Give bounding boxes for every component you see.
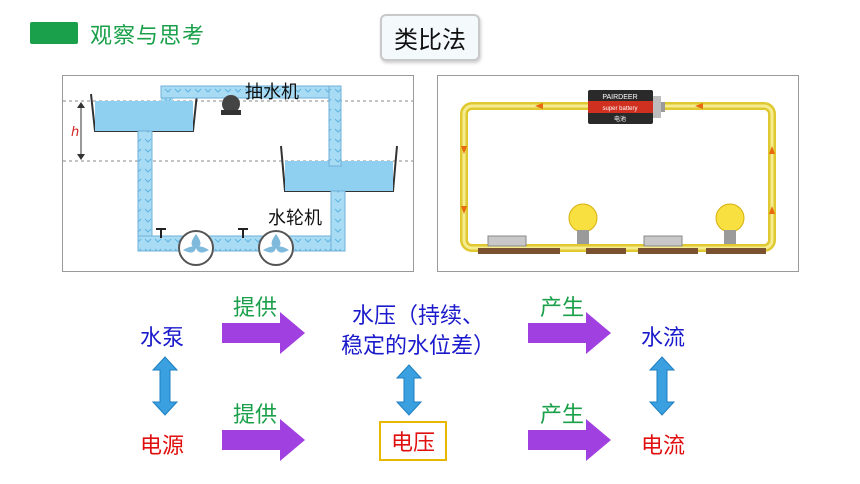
provide-arrow-1 xyxy=(222,312,305,354)
water-system-panel: h 抽水机 水轮机 xyxy=(62,75,414,272)
produce-label-1: 产生 xyxy=(540,296,585,321)
circuit-panel: PAIRDEER super battery 电池 xyxy=(437,75,799,272)
provide-label-2: 提供 xyxy=(233,403,278,428)
water-system-diagram: h xyxy=(63,85,413,266)
double-arrow-right xyxy=(648,356,676,416)
height-label: h xyxy=(71,125,79,140)
pump-label: 抽水机 xyxy=(245,82,299,103)
section-marker xyxy=(30,22,78,44)
circuit-diagram: PAIRDEER super battery 电池 xyxy=(460,90,776,254)
provide-label-1: 提供 xyxy=(233,296,278,321)
battery-cn: 电池 xyxy=(614,115,626,123)
bulb-icon xyxy=(568,203,745,244)
double-arrow-left xyxy=(151,356,179,416)
produce-arrow-1 xyxy=(528,312,611,354)
battery-sub: super battery xyxy=(602,106,637,112)
battery-icon xyxy=(588,90,665,124)
pump-icon xyxy=(221,95,241,115)
water-pressure-line2: 稳定的水位差） xyxy=(340,334,495,359)
current-arrows xyxy=(461,103,775,214)
water-pressure-text: 水压（持续、 稳定的水位差） xyxy=(328,302,508,362)
voltage-text: 电压 xyxy=(379,421,448,461)
power-source-text: 电源 xyxy=(140,434,185,459)
produce-label-2: 产生 xyxy=(540,403,585,428)
water-pressure-line1: 水压（持续、 xyxy=(351,304,484,329)
turbine-icon xyxy=(178,230,294,266)
water-flow-text: 水流 xyxy=(641,326,686,351)
water-pump-text: 水泵 xyxy=(140,326,185,351)
provide-arrow-2 xyxy=(222,419,305,461)
current-text: 电流 xyxy=(641,434,686,459)
battery-brand: PAIRDEER xyxy=(602,94,637,101)
section-title: 观察与思考 xyxy=(90,24,206,49)
method-badge: 类比法 xyxy=(380,14,480,61)
double-arrow-middle xyxy=(395,364,423,416)
turbine-label: 水轮机 xyxy=(268,208,322,229)
produce-arrow-2 xyxy=(528,419,611,461)
